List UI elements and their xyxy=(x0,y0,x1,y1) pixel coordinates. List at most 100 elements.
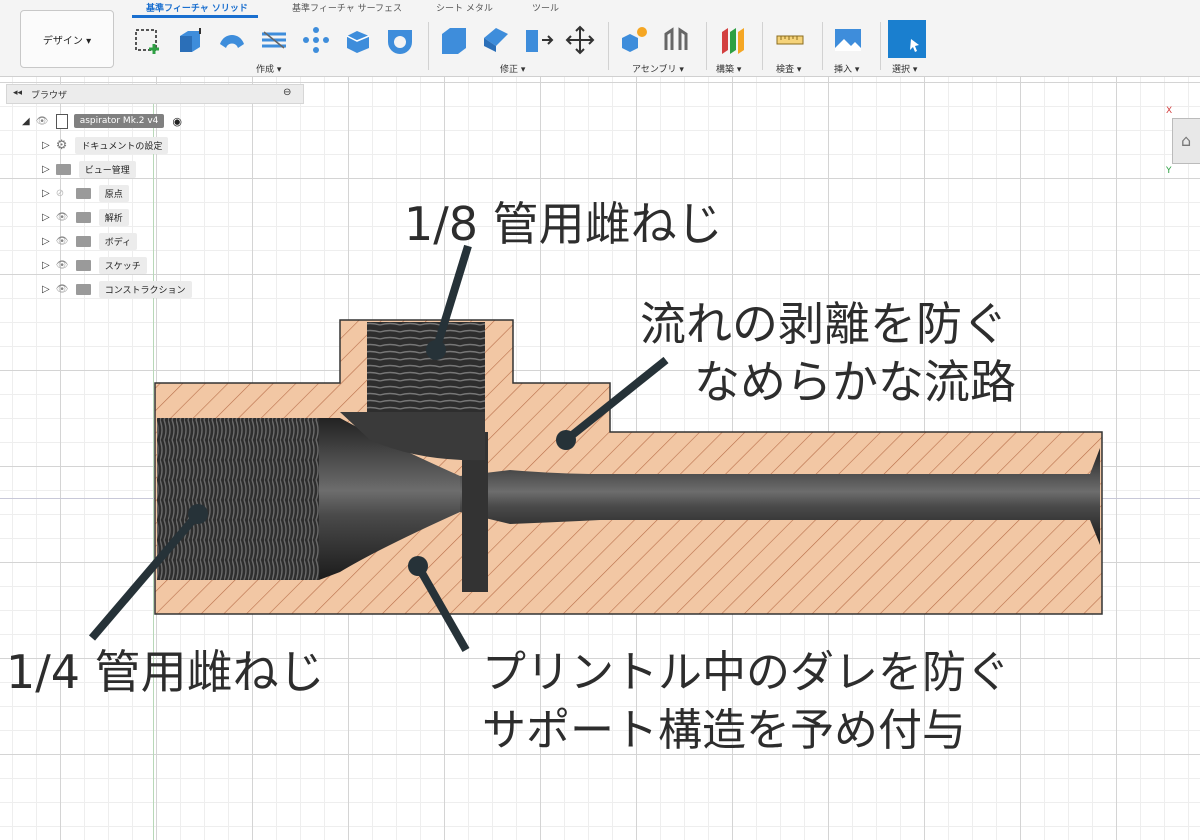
modify-group-label[interactable]: 修正 ▾ xyxy=(500,65,526,75)
tree-item-label: 原点 xyxy=(98,184,129,202)
activate-radio-icon[interactable]: ◉ xyxy=(172,114,183,128)
split-icon[interactable] xyxy=(520,22,556,58)
offset-plane-icon[interactable] xyxy=(714,22,750,58)
joint-icon[interactable] xyxy=(658,22,694,58)
tab-sheet-metal[interactable]: シート メタル xyxy=(436,4,493,14)
construct-group-label[interactable]: 構築 ▾ xyxy=(716,65,742,75)
select-group-label[interactable]: 選択 ▾ xyxy=(892,65,918,75)
visibility-eye-icon[interactable]: 👁 xyxy=(55,259,69,271)
fillet-icon[interactable] xyxy=(478,22,514,58)
home-icon[interactable]: ⌂ xyxy=(1181,131,1192,150)
browser-title: ブラウザ xyxy=(31,91,68,101)
expand-icon[interactable]: ▷ xyxy=(42,235,50,247)
separator xyxy=(762,22,763,70)
expand-icon[interactable]: ▷ xyxy=(42,283,50,295)
workspace-button[interactable]: デザイン ▾ xyxy=(20,10,114,68)
separator xyxy=(608,22,609,70)
collapse-icon[interactable]: ◂◂ xyxy=(13,88,23,98)
annotation-support-line1: プリントル中のダレを防ぐ xyxy=(482,647,1010,698)
extrude-icon[interactable] xyxy=(172,22,208,58)
select-tool-icon[interactable] xyxy=(888,20,926,58)
tree-item-origin[interactable]: ▷ ⊘ 原点 xyxy=(42,184,129,202)
gear-icon: ⚙ xyxy=(55,137,68,153)
browser-panel-header[interactable]: ◂◂ ブラウザ ⊖ xyxy=(6,84,304,104)
leader-left-thread xyxy=(88,511,202,641)
leader-dot xyxy=(556,430,576,450)
tree-item-label: ビュー管理 xyxy=(78,160,136,178)
x-axis-label: X xyxy=(1166,106,1173,116)
tree-item-bodies[interactable]: ▷ 👁 ボディ xyxy=(42,232,138,250)
pattern-icon[interactable] xyxy=(298,22,334,58)
diffuser-channel xyxy=(460,448,1100,545)
y-axis-line xyxy=(153,90,154,840)
insert-group-label[interactable]: 挿入 ▾ xyxy=(834,65,860,75)
visibility-eye-icon[interactable]: 👁 xyxy=(55,235,69,247)
folder-icon xyxy=(75,235,91,247)
tree-item-construction[interactable]: ▷ 👁 コンストラクション xyxy=(42,280,192,298)
tree-item-label: ボディ xyxy=(98,232,138,250)
revolve-icon[interactable] xyxy=(214,22,250,58)
visibility-eye-icon[interactable]: 👁 xyxy=(35,115,49,127)
document-icon xyxy=(55,113,68,129)
folder-icon xyxy=(75,211,91,223)
leader-dot xyxy=(408,556,428,576)
tab-tools[interactable]: ツール xyxy=(532,4,560,14)
folder-icon xyxy=(75,283,91,295)
tree-item-label: 解析 xyxy=(98,208,129,226)
measure-icon[interactable] xyxy=(772,22,808,58)
tree-item-view-management[interactable]: ▷ ビュー管理 xyxy=(42,160,136,178)
separator xyxy=(706,22,707,70)
expand-icon[interactable]: ▷ xyxy=(42,163,50,175)
create-group-label[interactable]: 作成 ▾ xyxy=(256,65,282,75)
converging-cone xyxy=(319,418,460,580)
minimize-icon[interactable]: ⊖ xyxy=(283,87,292,98)
tree-item-sketches[interactable]: ▷ 👁 スケッチ xyxy=(42,256,147,274)
expand-icon[interactable]: ▷ xyxy=(42,211,50,223)
tree-item-analysis[interactable]: ▷ 👁 解析 xyxy=(42,208,129,226)
eighth-inch-thread[interactable] xyxy=(367,322,485,422)
shell-icon[interactable] xyxy=(382,22,418,58)
leader-dot xyxy=(426,340,446,360)
tab-surface[interactable]: 基準フィーチャ サーフェス xyxy=(292,4,403,14)
folder-icon xyxy=(55,163,71,175)
expand-icon[interactable]: ▷ xyxy=(42,259,50,271)
sketch-icon[interactable] xyxy=(130,22,166,58)
annotation-support-line2: サポート構造を予め付与 xyxy=(482,705,966,756)
tree-root[interactable]: ◢ 👁 aspirator Mk.2 v4 ◉ xyxy=(22,112,182,130)
new-component-icon[interactable] xyxy=(616,22,652,58)
active-tab-indicator xyxy=(132,15,258,18)
visibility-eye-icon[interactable]: 👁 xyxy=(55,283,69,295)
annotation-flow-line1: 流れの剥離を防ぐ xyxy=(640,297,1008,351)
toolbar: デザイン ▾ 基準フィーチャ ソリッド 基準フィーチャ サーフェス シート メタ… xyxy=(0,0,1200,77)
expand-icon[interactable]: ▷ xyxy=(42,139,50,151)
sweep-icon[interactable] xyxy=(256,22,292,58)
hidden-eye-icon[interactable]: ⊘ xyxy=(55,187,65,199)
move-icon[interactable] xyxy=(562,22,598,58)
assemble-group-label[interactable]: アセンブリ ▾ xyxy=(632,65,684,75)
view-cube[interactable]: ⌂ xyxy=(1172,118,1200,164)
annotation-flow-line2: なめらかな流路 xyxy=(694,355,1016,409)
quarter-inch-thread[interactable] xyxy=(157,418,319,580)
insert-image-icon[interactable] xyxy=(830,22,866,58)
visibility-eye-icon[interactable]: 👁 xyxy=(55,211,69,223)
folder-icon xyxy=(75,259,91,271)
box-icon[interactable] xyxy=(340,22,376,58)
expand-down-icon[interactable]: ◢ xyxy=(22,115,30,127)
expand-icon[interactable]: ▷ xyxy=(42,187,50,199)
separator xyxy=(880,22,881,70)
suction-chamber xyxy=(340,412,485,461)
separator xyxy=(428,22,429,70)
folder-icon xyxy=(75,187,91,199)
y-axis-label: Y xyxy=(1166,166,1172,176)
tree-item-doc-settings[interactable]: ▷ ⚙ ドキュメントの設定 xyxy=(42,136,169,154)
tree-item-label: スケッチ xyxy=(98,256,147,274)
tab-solid[interactable]: 基準フィーチャ ソリッド xyxy=(146,4,248,14)
workspace-label: デザイン ▾ xyxy=(42,35,92,47)
tree-item-label: コンストラクション xyxy=(98,280,192,298)
annotation-top-thread: 1/8 管用雌ねじ xyxy=(404,197,723,251)
annotation-left-thread: 1/4 管用雌ねじ xyxy=(6,645,325,699)
inspect-group-label[interactable]: 検査 ▾ xyxy=(776,65,802,75)
press-pull-icon[interactable] xyxy=(436,22,472,58)
separator xyxy=(822,22,823,70)
